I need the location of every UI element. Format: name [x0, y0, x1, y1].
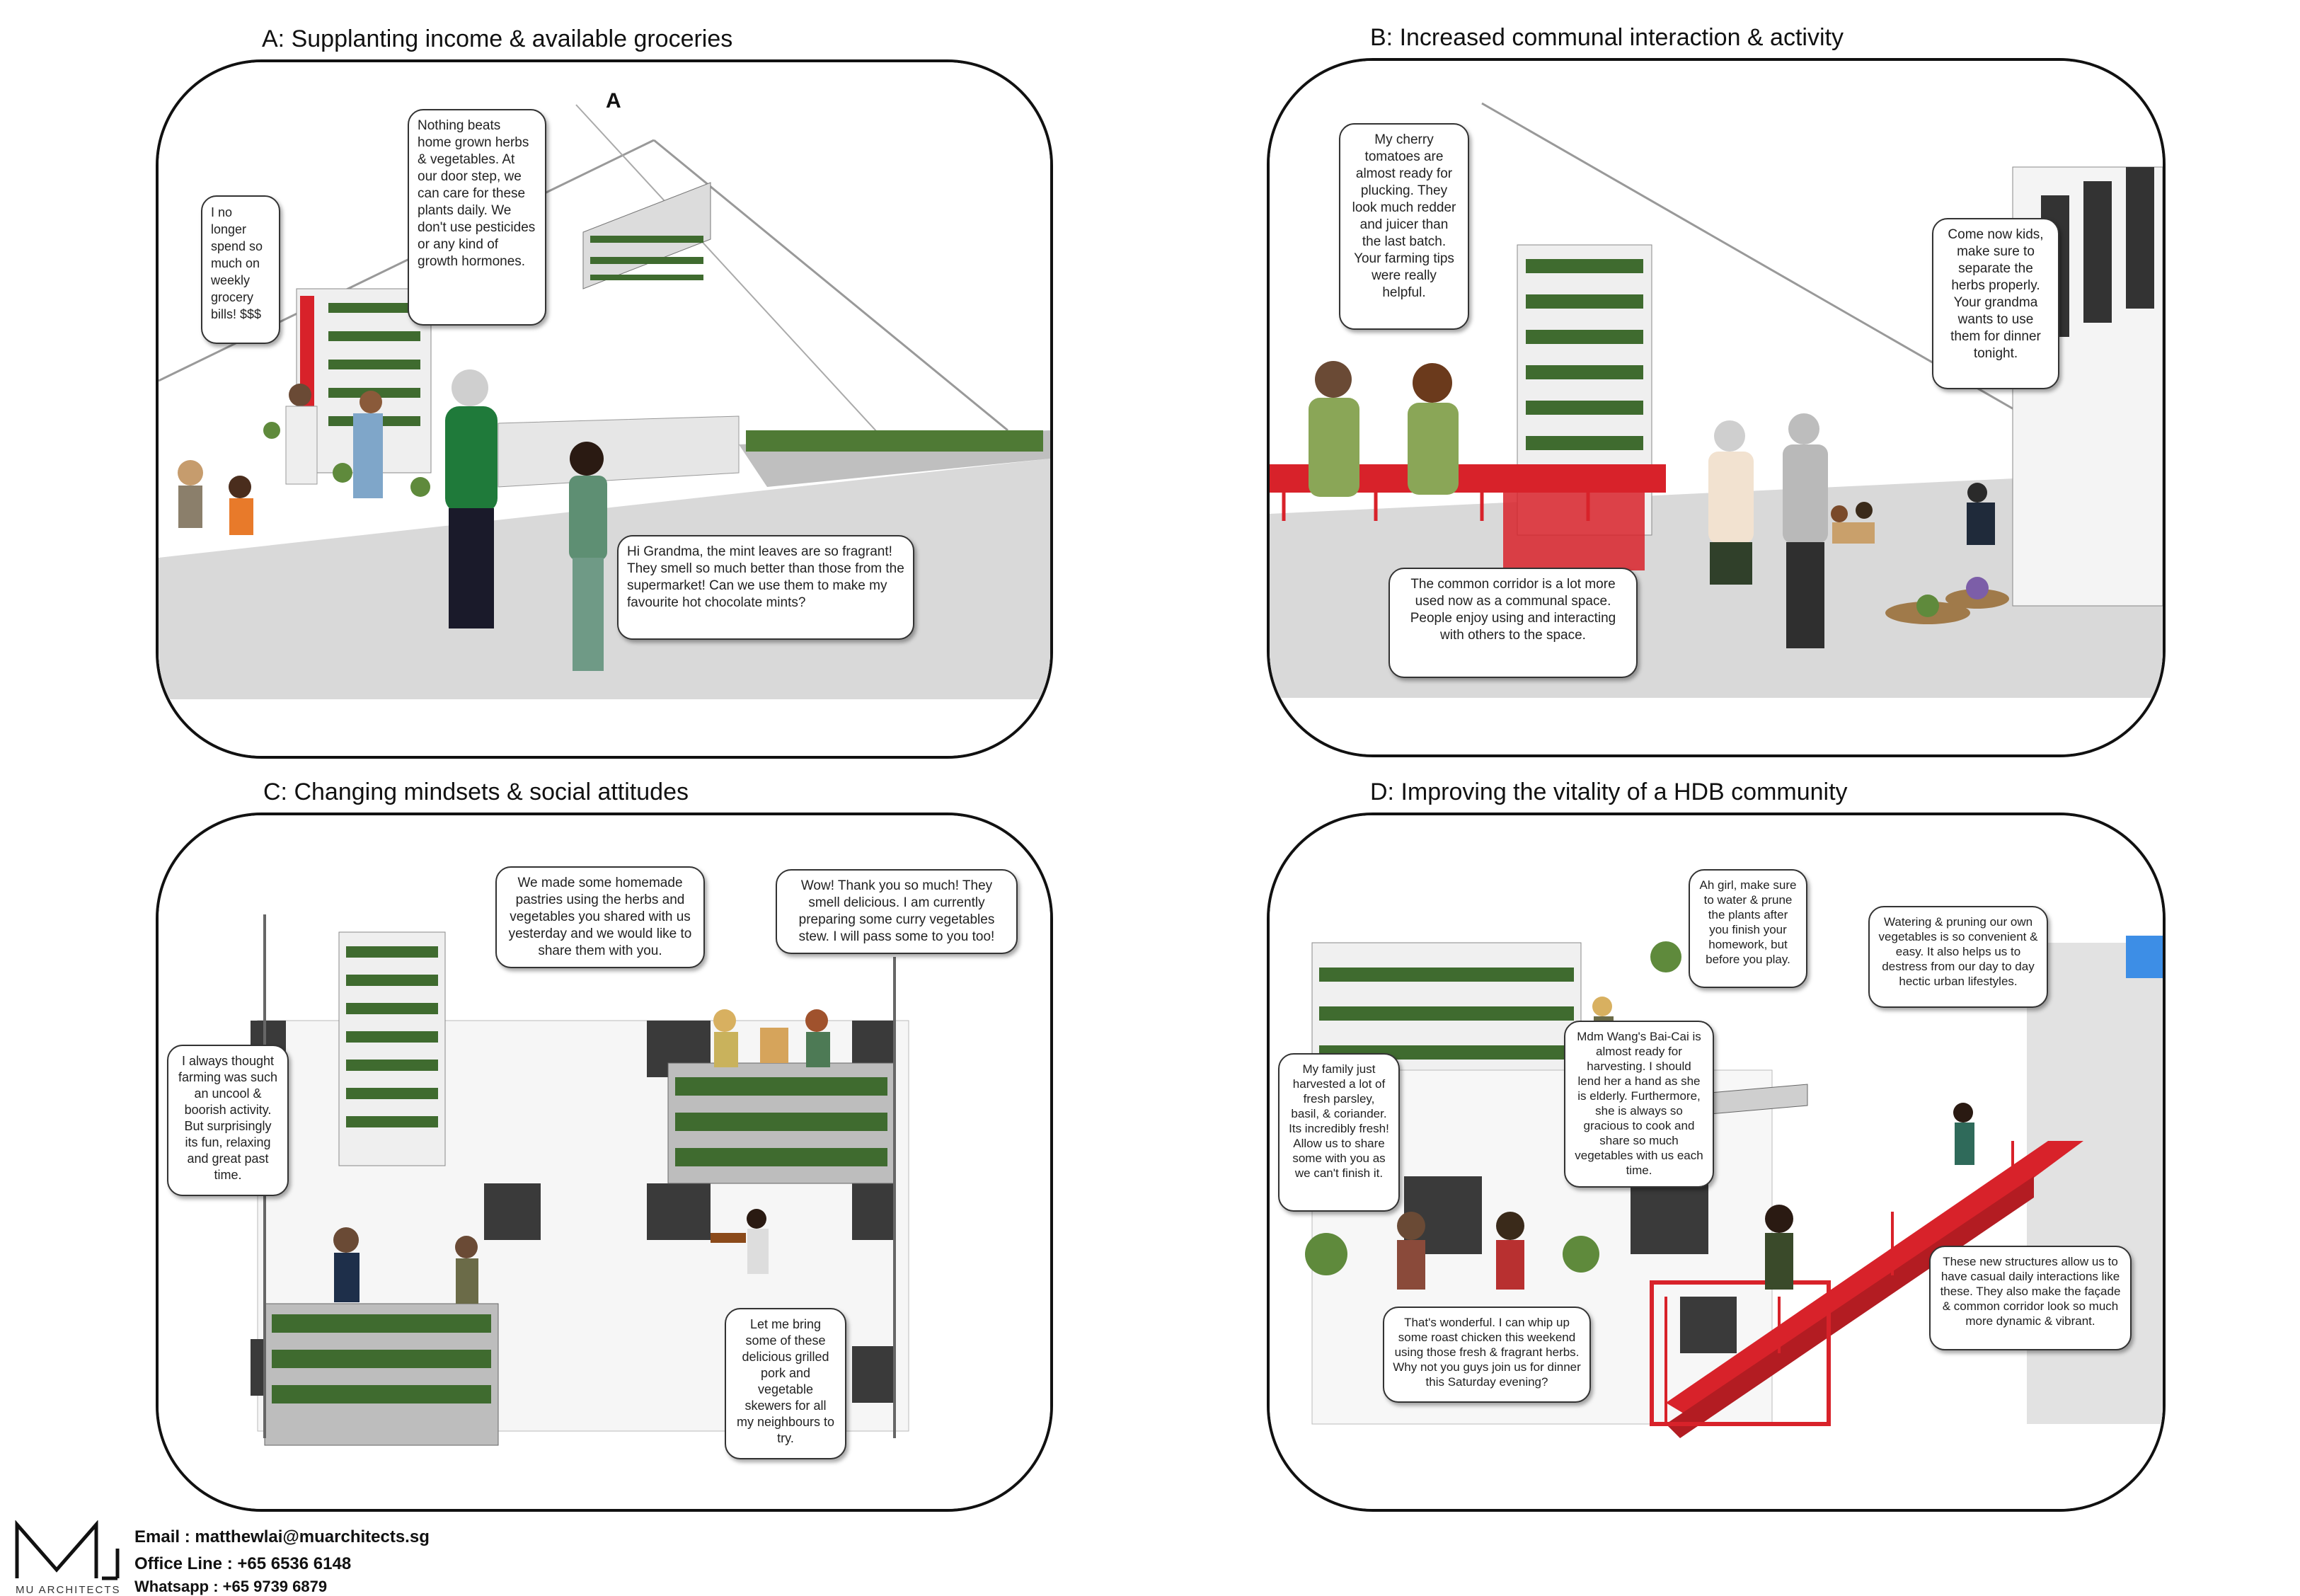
panel-b-title: B: Increased communal interaction & acti… [1370, 24, 1844, 51]
panel-c-frame: We made some homemade pastries using the… [156, 813, 1053, 1512]
footer-office-line: Office Line : +65 6536 6148 [134, 1554, 352, 1573]
speech-bubble-b2: Come now kids, make sure to separate the… [1932, 218, 2059, 389]
children-figures [1831, 502, 1875, 544]
speech-bubble-b1: My cherry tomatoes are almost ready for … [1339, 123, 1469, 330]
potted-plants [1305, 941, 1681, 1275]
woman-figure [285, 384, 318, 485]
grandma-sitting-figure [1967, 483, 1995, 545]
panel-d-title: D: Improving the vitality of a HDB commu… [1370, 779, 1848, 805]
plant-baskets [1885, 577, 2009, 624]
speech-bubble-d3: My family just harvested a lot of fresh … [1278, 1053, 1400, 1212]
neighbour-figures-lower [333, 1227, 478, 1304]
family-figures [1397, 1212, 1524, 1290]
panel-a-marker: A [606, 89, 621, 113]
girl-figure [569, 442, 607, 671]
panel-d-frame: Ah girl, make sure to water & prune the … [1267, 813, 2166, 1512]
speech-bubble-a2: Nothing beats home grown herbs & vegetab… [408, 109, 546, 326]
man-figure [1309, 361, 1359, 497]
girl-watering-figure [1953, 1103, 1974, 1165]
panel-c-title: C: Changing mindsets & social attitudes [263, 779, 689, 805]
logo-text: MU ARCHITECTS [16, 1584, 121, 1596]
panel-a-illustration [159, 62, 1050, 756]
speech-bubble-b3: The common corridor is a lot more used n… [1388, 568, 1638, 678]
speech-bubble-d5: That's wonderful. I can whip up some roa… [1383, 1307, 1591, 1403]
speech-bubble-c2: Wow! Thank you so much! They smell delic… [776, 869, 1018, 954]
neighbour-figures-upper [713, 1009, 830, 1067]
gardener-figure [353, 391, 383, 498]
woman-figure [1408, 363, 1459, 495]
grandma-figure [445, 369, 498, 628]
footer-email[interactable]: Email : matthewlai@muarchitects.sg [134, 1527, 430, 1546]
elderly-woman-figure [1708, 420, 1754, 585]
speech-bubble-c3: I always thought farming was such an unc… [167, 1045, 289, 1196]
panel-a-frame: A I no longer spend so much on weekly gr… [156, 59, 1053, 759]
speech-bubble-d1: Ah girl, make sure to water & prune the … [1689, 869, 1807, 988]
man-on-stairs-figure [1765, 1205, 1793, 1290]
mu-architects-logo [15, 1520, 120, 1580]
elderly-man-figure [1783, 413, 1828, 648]
speech-bubble-c4: Let me bring some of these delicious gri… [725, 1308, 846, 1459]
footer-whatsapp: Whatsapp : +65 9739 6879 [134, 1578, 328, 1595]
speech-bubble-d2: Watering & pruning our own vegetables is… [1868, 906, 2048, 1008]
speech-bubble-c1: We made some homemade pastries using the… [495, 866, 705, 968]
speech-bubble-d6: These new structures allow us to have ca… [1929, 1246, 2132, 1350]
speech-bubble-d4: Mdm Wang's Bai-Cai is almost ready for h… [1564, 1021, 1714, 1188]
child-figure-1 [178, 460, 203, 528]
skewer-figure [711, 1209, 769, 1274]
speech-bubble-a3: Hi Grandma, the mint leaves are so fragr… [617, 535, 914, 640]
speech-bubble-a1: I no longer spend so much on weekly groc… [201, 195, 280, 344]
child-figure-2 [229, 476, 253, 535]
panel-a-title: A: Supplanting income & available grocer… [262, 25, 733, 52]
panel-b-frame: My cherry tomatoes are almost ready for … [1267, 58, 2166, 757]
